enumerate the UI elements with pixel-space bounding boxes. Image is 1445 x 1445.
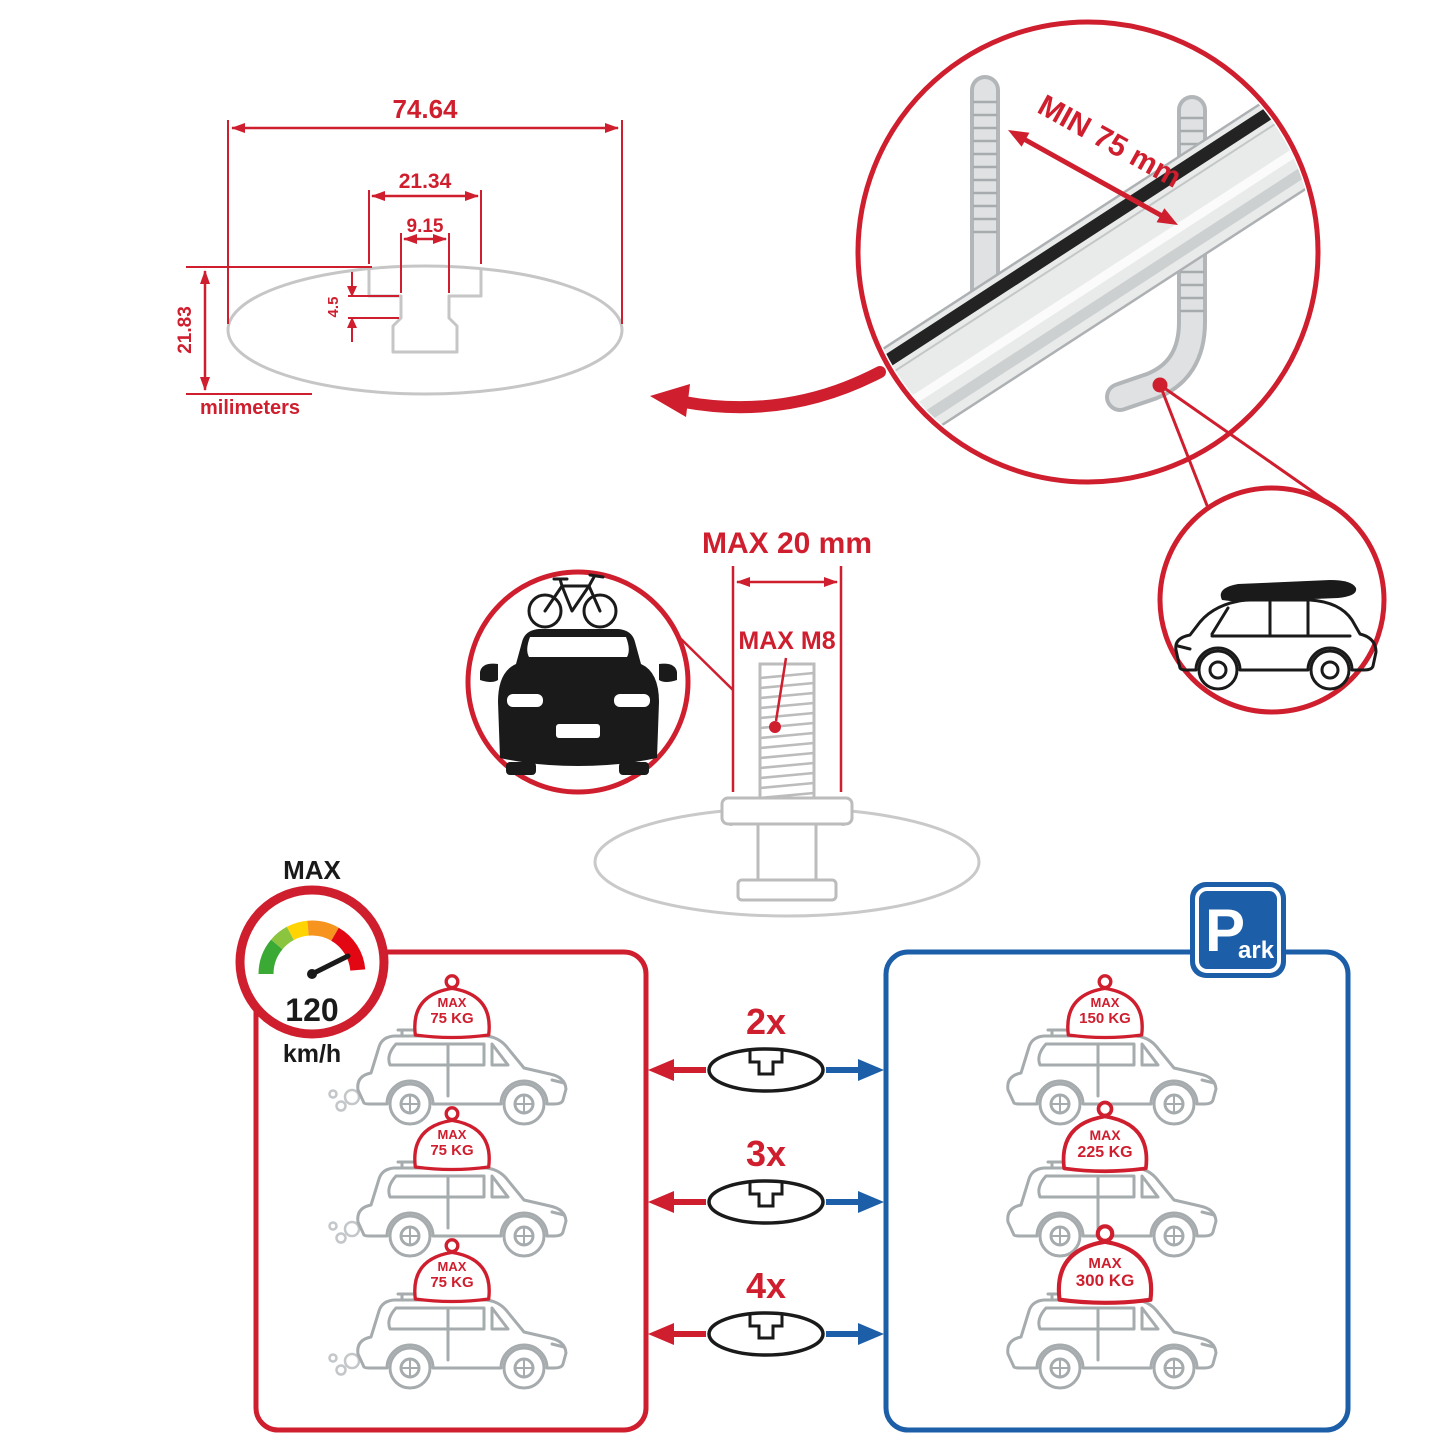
cargo-max-value: 75 KG bbox=[430, 1142, 473, 1159]
bolt-max-thread-label: MAX M8 bbox=[738, 627, 835, 655]
crossbar-profile-icon bbox=[707, 1311, 825, 1357]
cargo-max-label: MAX bbox=[1089, 1127, 1121, 1143]
gauge-ring bbox=[235, 885, 389, 1039]
crossbar-profile-icon bbox=[707, 1047, 825, 1093]
cargo-max-value: 75 KG bbox=[430, 1274, 473, 1291]
bolt-icon bbox=[720, 662, 854, 902]
bar-count-multiplier: 3x bbox=[746, 1133, 786, 1174]
gauge-arcs bbox=[258, 920, 366, 975]
driving-limit-panel bbox=[253, 949, 649, 1433]
arrowhead-blue bbox=[858, 1191, 884, 1213]
dim-total-width: 74.64 bbox=[392, 94, 458, 124]
speed-max-label: MAX bbox=[283, 855, 341, 885]
cargo-max-value: 300 KG bbox=[1076, 1271, 1135, 1290]
arrowhead-red bbox=[648, 1323, 674, 1345]
arrowhead-blue bbox=[858, 1323, 884, 1345]
cargo-max-label: MAX bbox=[1091, 995, 1120, 1010]
bolt-threads bbox=[759, 671, 815, 800]
zoom-transfer-arrow bbox=[650, 366, 886, 417]
bolt-spec-diagram: MAX 20 mm MAX M8 bbox=[593, 527, 981, 918]
dim-units-label: milimeters bbox=[200, 397, 300, 419]
driving-car-row-3: MAX 75 KG bbox=[328, 1238, 568, 1390]
parking-sign-icon: P ark bbox=[1190, 882, 1286, 978]
gauge-needle bbox=[309, 953, 351, 977]
bar-count-multiplier: 4x bbox=[746, 1265, 786, 1306]
bar-count-multiplier: 2x bbox=[746, 1001, 786, 1042]
crossbar-profile-outline bbox=[226, 264, 624, 396]
cargo-max-label: MAX bbox=[438, 995, 467, 1010]
speed-gauge-icon: MAX 120 km/h bbox=[235, 855, 389, 1068]
bike-car-callout bbox=[465, 569, 734, 795]
cargo-max-value: 75 KG bbox=[430, 1010, 473, 1027]
crossbar-3d-render bbox=[771, 69, 1314, 502]
parked-car-row-3: MAX 300 KG bbox=[1006, 1226, 1218, 1390]
arrowhead-red bbox=[648, 1059, 674, 1081]
dimension-arrowheads bbox=[347, 286, 357, 328]
cargo-max-label: MAX bbox=[1088, 1255, 1121, 1272]
cargo-max-label: MAX bbox=[438, 1127, 467, 1142]
cargo-max-value: 225 KG bbox=[1077, 1144, 1132, 1161]
dim-slot-outer-width: 21.34 bbox=[399, 170, 452, 193]
exhaust-icon bbox=[328, 1088, 361, 1112]
bolt-max-length-label: MAX 20 mm bbox=[702, 527, 872, 560]
thread-detail-dot bbox=[769, 721, 781, 733]
park-suffix: ark bbox=[1238, 937, 1275, 964]
car-with-roofbox-icon bbox=[1174, 580, 1378, 691]
roofbox-icon bbox=[1220, 580, 1357, 602]
parked-car-row-1: MAX 150 KG bbox=[1006, 974, 1218, 1126]
dim-step-depth: 4.5 bbox=[325, 297, 342, 318]
exhaust-icon bbox=[328, 1220, 361, 1244]
car-with-bike-icon bbox=[480, 573, 677, 775]
exhaust-icon bbox=[328, 1352, 361, 1376]
speed-units: km/h bbox=[283, 1040, 341, 1068]
park-sign-plate bbox=[1190, 882, 1286, 978]
dimension-lines bbox=[186, 120, 623, 395]
arrowhead-red bbox=[648, 1191, 674, 1213]
parked-limit-panel bbox=[883, 949, 1351, 1433]
gauge-pivot bbox=[307, 969, 317, 979]
bolt-dimension-lines bbox=[731, 566, 843, 792]
crossbar-detail-circle: MIN 75 mm bbox=[771, 19, 1321, 502]
driving-car-row-1: MAX 75 KG bbox=[328, 974, 568, 1126]
park-letter: P bbox=[1205, 897, 1245, 964]
dim-slot-inner-width: 9.15 bbox=[407, 216, 444, 237]
driving-car-row-2: MAX 75 KG bbox=[328, 1106, 568, 1258]
arrowhead-blue bbox=[858, 1059, 884, 1081]
crossbar-profile-dimension-diagram: 74.64 21.34 9.15 4.5 21.83 milimeters bbox=[175, 94, 624, 419]
cargo-max-value: 150 KG bbox=[1079, 1010, 1131, 1027]
park-sign-border bbox=[1195, 887, 1281, 973]
min-spacing-arrow bbox=[1008, 130, 1178, 225]
mounting-strap-left-icon bbox=[970, 75, 1000, 315]
cargo-max-label: MAX bbox=[438, 1259, 467, 1274]
speed-value: 120 bbox=[285, 992, 338, 1028]
dim-total-height: 21.83 bbox=[175, 306, 196, 354]
crossbar-profile-icon bbox=[707, 1179, 825, 1225]
bar-end-cap bbox=[771, 396, 864, 502]
roofbox-car-callout bbox=[1157, 383, 1387, 715]
parked-car-row-2: MAX 225 KG bbox=[1006, 1100, 1218, 1258]
bar-count-rows: 2x 3x 4x bbox=[648, 1001, 884, 1357]
